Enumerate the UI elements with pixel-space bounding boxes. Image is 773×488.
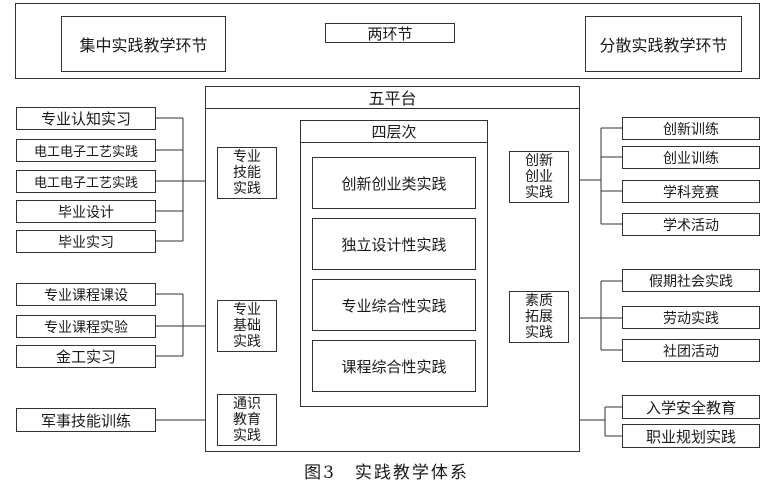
- item-subject-competition: 学科竞赛: [622, 180, 760, 203]
- distributed-practice-box: 分散实践教学环节: [585, 16, 742, 72]
- platform-general-practice: 通识 教育 实践: [217, 394, 277, 446]
- platform-quality-line: 素质: [525, 293, 553, 309]
- four-layers-divider: [300, 142, 488, 143]
- item-academic-activities: 学术活动: [622, 213, 760, 236]
- five-platforms-title: 五平台: [368, 89, 417, 108]
- platform-skill-line: 实践: [233, 181, 261, 197]
- platform-skill-line: 专业: [233, 149, 261, 165]
- centralized-practice-box: 集中实践教学环节: [61, 16, 226, 72]
- platform-basic-practice: 专业 基础 实践: [217, 300, 277, 352]
- item-course-experiment: 专业课程实验: [16, 315, 156, 338]
- layer-professional-comprehensive: 专业综合性实践: [312, 279, 476, 331]
- item-club-activities: 社团活动: [622, 339, 760, 362]
- layer-innovation: 创新创业类实践: [312, 157, 476, 209]
- platform-quality-line: 实践: [525, 325, 553, 341]
- platform-quality-practice: 素质 拓展 实践: [509, 291, 569, 343]
- layer-independent-design: 独立设计性实践: [312, 218, 476, 270]
- platform-general-line: 实践: [233, 428, 261, 444]
- platform-basic-line: 专业: [233, 302, 261, 318]
- platform-general-line: 教育: [233, 412, 261, 428]
- two-links-label: 两环节: [325, 23, 455, 43]
- platform-innovation-practice: 创新 创业 实践: [509, 151, 569, 203]
- platform-skill-line: 技能: [233, 165, 261, 181]
- platform-innovation-line: 实践: [525, 185, 553, 201]
- platform-basic-line: 基础: [233, 318, 261, 334]
- item-labor-practice: 劳动实践: [622, 306, 760, 329]
- platform-basic-line: 实践: [233, 334, 261, 350]
- item-electrical-craft-1: 电工电子工艺实践: [16, 139, 156, 162]
- item-enrollment-safety: 入学安全教育: [622, 395, 760, 419]
- five-platforms-divider: [205, 108, 580, 109]
- platform-innovation-line: 创业: [525, 169, 553, 185]
- item-professional-cognition: 专业认知实习: [16, 107, 156, 130]
- platform-general-line: 通识: [233, 396, 261, 412]
- four-layers-title: 四层次: [371, 122, 417, 141]
- platform-quality-line: 拓展: [525, 309, 553, 325]
- item-military-training: 军事技能训练: [16, 408, 156, 432]
- item-graduation-design: 毕业设计: [16, 200, 156, 223]
- platform-innovation-line: 创新: [525, 153, 553, 169]
- platform-skill-practice: 专业 技能 实践: [217, 147, 277, 199]
- figure-caption: 图3 实践教学体系: [304, 463, 469, 483]
- item-holiday-social-practice: 假期社会实践: [622, 269, 760, 292]
- layer-course-comprehensive: 课程综合性实践: [312, 340, 476, 392]
- item-metalwork-internship: 金工实习: [16, 345, 156, 368]
- item-entrepreneurship-training: 创业训练: [622, 146, 760, 169]
- item-career-planning: 职业规划实践: [622, 424, 760, 448]
- item-electrical-craft-2: 电工电子工艺实践: [16, 170, 156, 193]
- item-innovation-training: 创新训练: [622, 117, 760, 140]
- item-course-design: 专业课程课设: [16, 283, 156, 306]
- item-graduation-internship: 毕业实习: [16, 230, 156, 253]
